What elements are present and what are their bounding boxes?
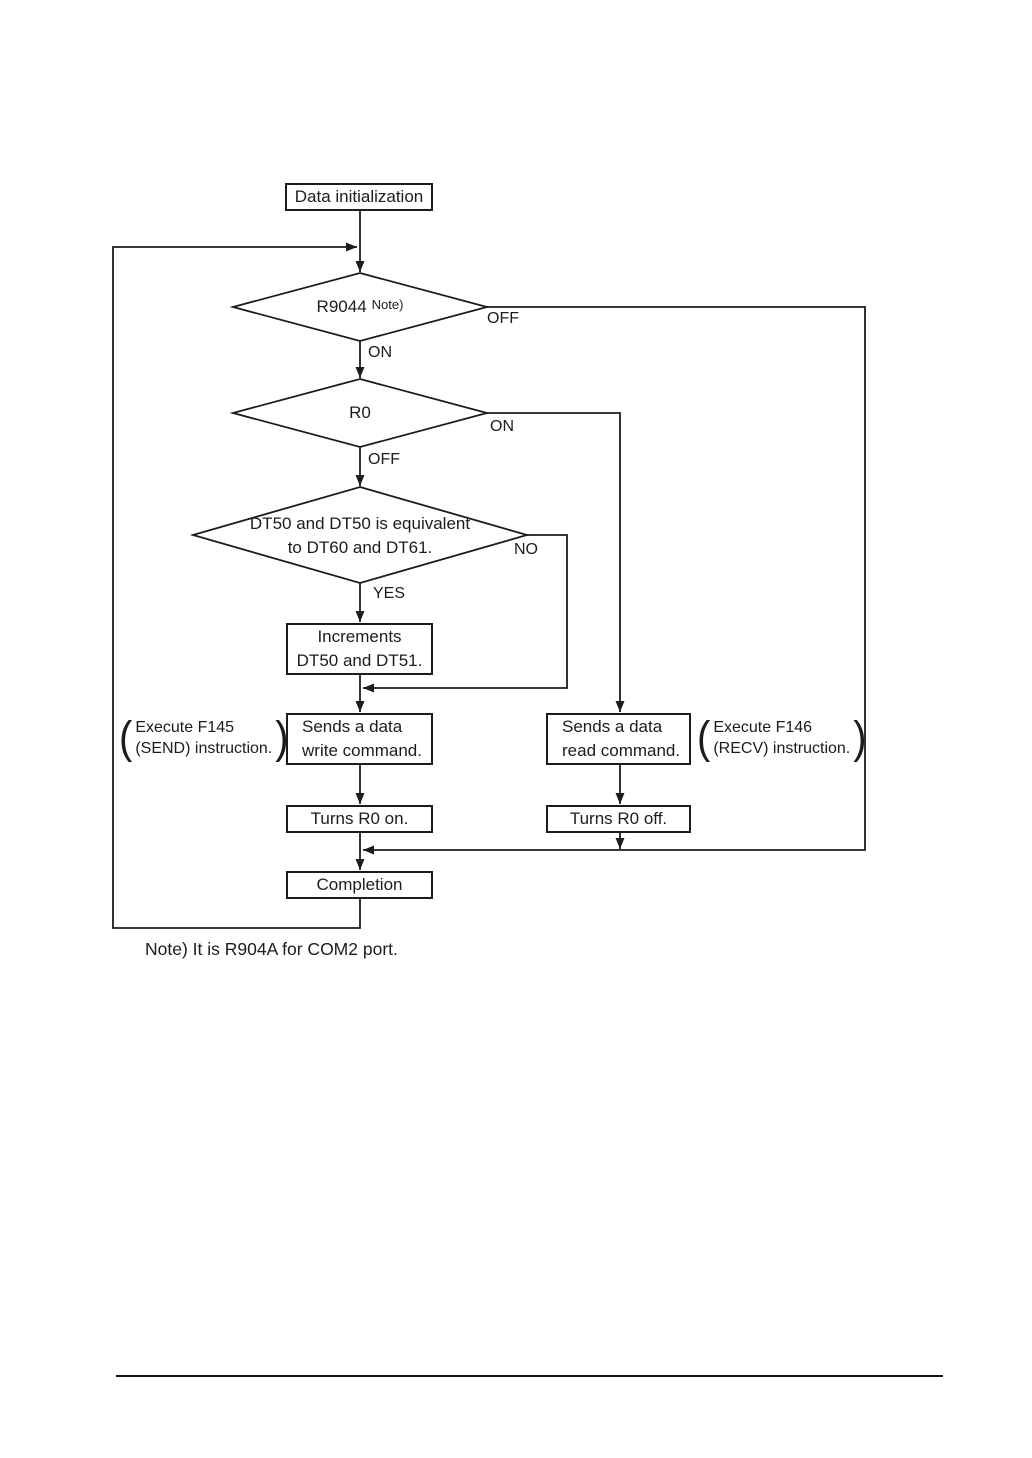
send-read-line1: Sends a data [562, 717, 663, 736]
r9044-note-sup: Note) [371, 297, 404, 312]
decision-dt-compare-text: DT50 and DT50 is equivalent to DT60 and … [200, 512, 520, 560]
send-annotation-line1: Execute F145 [135, 719, 235, 736]
increments-line1: Increments [317, 627, 402, 646]
recv-annotation-close-paren: ) [853, 713, 867, 763]
completion-label: Completion [316, 875, 403, 894]
completion-node: Completion [286, 871, 433, 899]
send-annotation-close-paren: ) [275, 713, 289, 763]
recv-annotation-line1: Execute F146 [713, 719, 813, 736]
r0-on-label: ON [490, 418, 514, 435]
send-read-line2: read command. [562, 741, 681, 760]
dt-no-label: NO [514, 541, 538, 558]
decision-r9044-diamond [229, 272, 491, 342]
send-read-node: Sends a data read command. [546, 713, 691, 765]
r9044-off-label: OFF [487, 310, 519, 327]
dt-yes-label: YES [373, 585, 406, 602]
send-annotation-text: Execute F145 (SEND) instruction. [135, 717, 272, 759]
send-annotation-open-paren: ( [119, 713, 133, 763]
recv-annotation-open-paren: ( [697, 713, 711, 763]
decision-r0-diamond [229, 378, 491, 448]
recv-annotation: ( Execute F146 (RECV) instruction. ) [697, 712, 867, 764]
send-write-node: Sends a data write command. [286, 713, 433, 765]
start-node: Data initialization [285, 183, 433, 211]
turns-r0-on-node: Turns R0 on. [286, 805, 433, 833]
increments-line2: DT50 and DT51. [296, 651, 423, 670]
recv-annotation-text: Execute F146 (RECV) instruction. [713, 717, 850, 759]
loop-return-connector [112, 242, 361, 929]
page-bottom-rule [116, 1375, 943, 1377]
start-node-label: Data initialization [294, 187, 424, 206]
turns-r0-on-label: Turns R0 on. [310, 809, 409, 828]
turns-r0-off-node: Turns R0 off. [546, 805, 691, 833]
dt-compare-line2: to DT60 and DT61. [287, 538, 433, 557]
recv-annotation-line2: (RECV) instruction. [713, 740, 851, 757]
decision-r0-text: R0 [230, 400, 490, 426]
increments-node: Increments DT50 and DT51. [286, 623, 433, 675]
r9044-label: R9044 [316, 297, 367, 316]
send-write-line2: write command. [302, 741, 422, 760]
r0-label: R0 [349, 403, 371, 422]
r9044-on-label: ON [368, 344, 392, 361]
r0-on-branch-connector [487, 412, 625, 712]
send-annotation-line2: (SEND) instruction. [135, 740, 273, 757]
turns-r0-off-label: Turns R0 off. [569, 809, 668, 828]
r0-off-label: OFF [368, 451, 400, 468]
send-annotation: ( Execute F145 (SEND) instruction. ) [119, 712, 289, 764]
r9044-off-branch-connector [363, 306, 866, 855]
send-write-line1: Sends a data [302, 717, 403, 736]
decision-dt-compare-diamond [189, 486, 531, 584]
footnote: Note) It is R904A for COM2 port. [145, 939, 398, 959]
dt-compare-line1: DT50 and DT50 is equivalent [249, 514, 471, 533]
decision-r9044-text: R9044 Note) [230, 293, 490, 321]
dt-no-branch-connector [363, 534, 568, 693]
